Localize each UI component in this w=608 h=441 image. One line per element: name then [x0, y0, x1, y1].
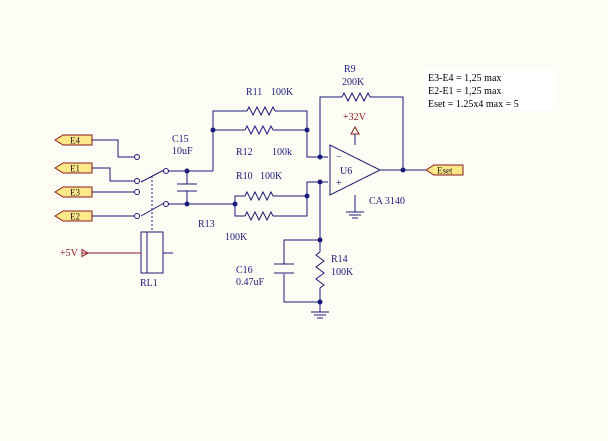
- r13-ref: R13: [198, 219, 215, 230]
- c16-value: 0.47uF: [236, 277, 265, 288]
- port-e2-label: E2: [70, 212, 80, 222]
- port-e3-label: E3: [70, 188, 80, 198]
- c15-ref: C15: [172, 134, 189, 145]
- relay-contacts: [134, 154, 169, 232]
- u6-minus-sign: −: [336, 152, 342, 163]
- resistor-r14-labels: R14 100K: [331, 254, 354, 278]
- ground-symbol-opamp: [346, 211, 364, 219]
- r13-value: 100K: [225, 232, 248, 243]
- output-net: [380, 167, 426, 173]
- port-e1-label: E1: [70, 164, 80, 174]
- port-e4-label: E4: [70, 136, 80, 146]
- r11-ref: R11: [246, 87, 262, 98]
- r9-ref: R9: [344, 64, 356, 75]
- u6-plus-sign: +: [336, 178, 342, 189]
- capacitor-c16: C16 0.47uF: [236, 263, 294, 288]
- r14-ref: R14: [331, 254, 348, 265]
- r14-value: 100K: [331, 267, 354, 278]
- rc-ground-network: [283, 182, 325, 312]
- r12-ref: R12: [236, 147, 253, 158]
- note-line-1: E3-E4 = 1,25 max: [428, 73, 501, 84]
- u6-ref: U6: [340, 166, 352, 177]
- port-e1: E1: [54, 162, 93, 174]
- port-eset: Eset: [425, 164, 464, 176]
- note-line-2: E2-E1 = 1,25 max: [428, 86, 501, 97]
- r9-value: 200K: [342, 77, 365, 88]
- resistor-pair-r11-r12: R11 100K R12 100k: [210, 87, 328, 171]
- note-line-3: Eset = 1.25x4 max = 5: [428, 99, 519, 110]
- port-e4: E4: [54, 134, 93, 146]
- c16-ref: C16: [236, 265, 253, 276]
- opamp-u6: − + U6 CA 3140: [329, 134, 405, 212]
- port-eset-label: Eset: [437, 166, 453, 176]
- c15-value: 10uF: [172, 146, 193, 157]
- supply-32v-label: +32V: [343, 112, 367, 123]
- supply-32v: +32V: [343, 112, 367, 135]
- r11-value: 100K: [271, 87, 294, 98]
- ground-symbol-rc: [311, 311, 329, 319]
- input-wires: [92, 139, 134, 217]
- design-notes: E3-E4 = 1,25 max E2-E1 = 1,25 max Eset =…: [424, 70, 554, 110]
- port-e3: E3: [54, 186, 93, 198]
- r10-ref: R10: [236, 171, 253, 182]
- u6-value: CA 3140: [369, 196, 405, 207]
- resistor-r9: R9 200K: [317, 64, 404, 170]
- port-vcc5: +5V: [60, 248, 141, 259]
- switch-output-wires: [169, 168, 235, 207]
- relay-rl1: RL1: [140, 231, 173, 289]
- rl1-ref: RL1: [140, 278, 158, 289]
- r10-value: 100K: [260, 171, 283, 182]
- capacitor-c15: C15 10uF: [172, 134, 197, 192]
- resistor-pair-r10-r13: R10 100K R13 100K: [198, 171, 328, 243]
- r12-value: 100k: [272, 147, 292, 158]
- vcc5-label: +5V: [60, 248, 79, 259]
- port-e2: E2: [54, 210, 93, 222]
